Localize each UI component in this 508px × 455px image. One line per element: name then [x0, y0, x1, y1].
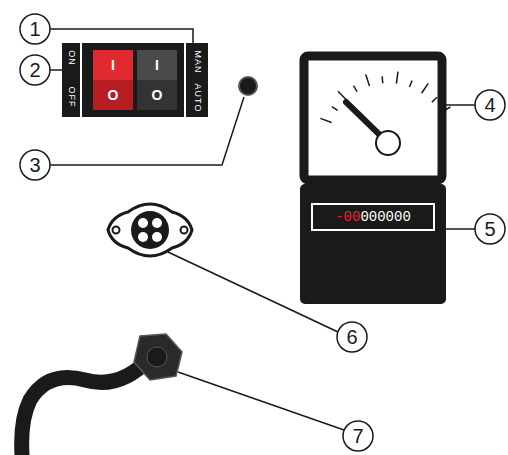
gauge: [304, 56, 450, 180]
counter-digits: -00: [335, 210, 360, 224]
gauge-pivot: [376, 131, 400, 155]
scale-tick: [320, 118, 331, 122]
callout-number: 3: [29, 155, 40, 175]
scale-tick: [338, 91, 346, 100]
flange-hole: [181, 227, 188, 234]
callout-circle: [475, 214, 505, 244]
socket-body: [131, 211, 169, 249]
callout-circle: [20, 14, 50, 44]
scale-tick: [410, 80, 413, 87]
scale-tick: [422, 83, 429, 93]
connector-socket: [108, 204, 192, 256]
switch-legend: MAN: [193, 51, 202, 74]
socket-flange: [108, 204, 192, 256]
scale-tick: [353, 86, 357, 92]
socket-pin: [138, 218, 148, 228]
scale-tick: [332, 107, 338, 111]
socket-pin: [152, 232, 162, 242]
callout-number: 4: [484, 95, 495, 115]
rocker-symbol: O: [152, 88, 163, 102]
gauge-housing: [304, 56, 442, 180]
counter-digits: 000000: [360, 210, 410, 224]
counter-display: -00000000: [335, 210, 411, 224]
scale-tick: [432, 97, 437, 102]
callout-circle: [337, 322, 367, 352]
mode-rocker-lower: [137, 80, 177, 110]
power-rocker-lower: [93, 80, 133, 110]
switch-plate: [82, 43, 184, 117]
leader-line: [446, 228, 475, 230]
counter-window: [312, 204, 434, 230]
gauge-scale: [320, 72, 450, 123]
cable: [22, 358, 150, 455]
callout-circle: [343, 421, 373, 451]
rocker-symbol: I: [155, 58, 159, 72]
on-off-strip: [62, 43, 80, 117]
rocker-symbol: O: [108, 88, 119, 102]
gland-nut: [134, 334, 182, 380]
gland-bore: [147, 347, 167, 367]
scale-tick: [366, 75, 370, 86]
switch-legend: AUTO: [193, 84, 202, 113]
callout-number: 7: [352, 426, 363, 446]
socket-pin: [152, 218, 162, 228]
rocker-symbol: I: [111, 58, 115, 72]
callout-number: 5: [484, 219, 495, 239]
leader-line: [50, 29, 193, 44]
leader-line: [178, 372, 344, 430]
switch-legend: ON: [67, 50, 76, 66]
callout-number: 1: [29, 19, 40, 39]
leader-line: [50, 69, 62, 71]
mode-rocker: [137, 50, 177, 110]
man-auto-strip: [186, 43, 208, 117]
callout-circle: [20, 55, 50, 85]
socket-pin: [138, 232, 148, 242]
scale-tick: [440, 107, 450, 113]
callout-number: 6: [346, 327, 357, 347]
hour-counter: [300, 184, 446, 304]
power-rocker: [93, 50, 133, 110]
leader-line: [444, 104, 475, 106]
cable-gland: [22, 334, 182, 455]
switch-legend: OFF: [67, 87, 76, 108]
leader-lines: [50, 29, 475, 430]
flange-hole: [113, 227, 120, 234]
counter-housing: [300, 184, 446, 304]
callout-number: 2: [29, 60, 40, 80]
callout-circle: [475, 90, 505, 120]
scale-tick: [396, 72, 398, 84]
scale-tick: [381, 76, 383, 83]
callout-circle: [20, 150, 50, 180]
switch-panel: [62, 43, 208, 117]
push-button: [239, 77, 257, 95]
